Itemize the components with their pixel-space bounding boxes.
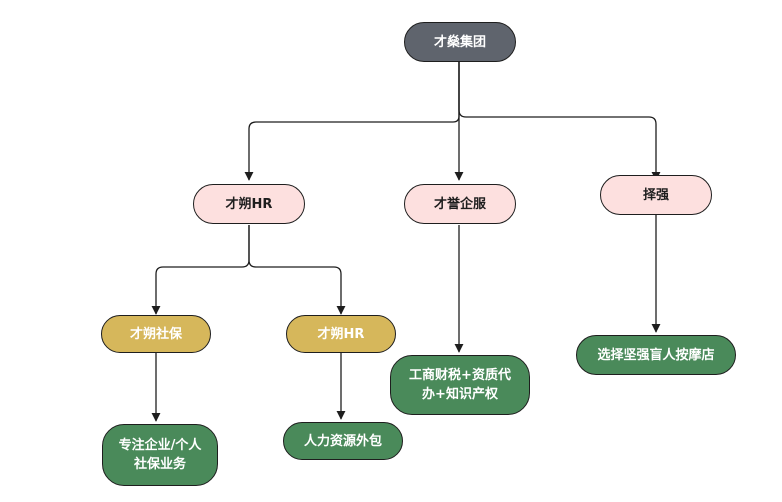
edge-root-to-caishuo-hr — [244, 62, 460, 181]
node-caishuo-shebao: 才朔社保 — [101, 315, 211, 353]
node-caishuo-hr2-label: 才朔HR — [317, 326, 365, 342]
edge-caishuo-hr-to-caishuo-shebao — [151, 225, 250, 315]
node-leaf-hr-outsourcing-label: 人力资源外包 — [303, 433, 382, 449]
node-caishuo-hr: 才朔HR — [193, 184, 305, 224]
node-caishuo-hr2: 才朔HR — [286, 315, 396, 353]
node-caishuo-hr-label: 才朔HR — [225, 196, 273, 212]
node-leaf-business-tax: 工商财税+资质代 办+知识产权 — [390, 355, 530, 415]
node-root: 才燊集团 — [404, 22, 516, 62]
node-leaf-shebao-business: 专注企业/个人 社保业务 — [102, 424, 218, 486]
node-leaf-hr-outsourcing: 人力资源外包 — [283, 422, 403, 460]
edge-caishuo-hr-to-caishuo-hr2 — [248, 225, 346, 315]
node-leaf-shebao-business-label: 专注企业/个人 社保业务 — [118, 438, 202, 472]
edge-root-to-zeqiang — [458, 62, 661, 181]
node-root-label: 才燊集团 — [433, 34, 486, 50]
node-caiyu-qifu: 才誉企服 — [404, 184, 516, 224]
node-leaf-massage-shop-label: 选择坚强盲人按摩店 — [597, 347, 715, 363]
node-zeqiang: 择强 — [600, 175, 712, 215]
node-leaf-massage-shop: 选择坚强盲人按摩店 — [576, 335, 736, 375]
node-leaf-business-tax-label: 工商财税+资质代 办+知识产权 — [409, 368, 511, 402]
node-caiyu-qifu-label: 才誉企服 — [433, 196, 486, 212]
node-zeqiang-label: 择强 — [642, 187, 669, 203]
node-caishuo-shebao-label: 才朔社保 — [129, 326, 182, 342]
